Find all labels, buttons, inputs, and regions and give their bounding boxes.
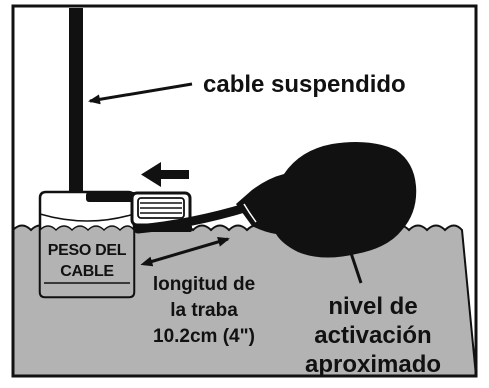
tether-cable xyxy=(133,202,253,234)
tether-length-arrow xyxy=(140,237,230,267)
cable-weight-label-line1: PESO DEL xyxy=(48,242,127,259)
arrow-icon xyxy=(141,162,189,187)
tether-length-label-line2: la traba xyxy=(170,300,238,321)
suspended-cable xyxy=(69,8,83,196)
suspended-cable-arrow xyxy=(88,82,193,105)
cable-weight-label-line2: CABLE xyxy=(60,263,114,280)
activation-level-label-line3: aproximado xyxy=(305,351,441,378)
activation-level-label-line2: activación xyxy=(314,322,431,349)
activation-level-arrow xyxy=(346,242,363,284)
tether-length-label-line1: longitud de xyxy=(153,274,255,295)
tether-length-label-line3: 10.2cm (4") xyxy=(153,326,255,347)
float-switch-icon xyxy=(236,142,417,258)
activation-level-label-line1: nivel de xyxy=(328,293,417,320)
frame xyxy=(11,4,478,378)
cable-weight-icon xyxy=(38,190,136,299)
suspended-cable-label: cable suspendido xyxy=(203,71,406,98)
